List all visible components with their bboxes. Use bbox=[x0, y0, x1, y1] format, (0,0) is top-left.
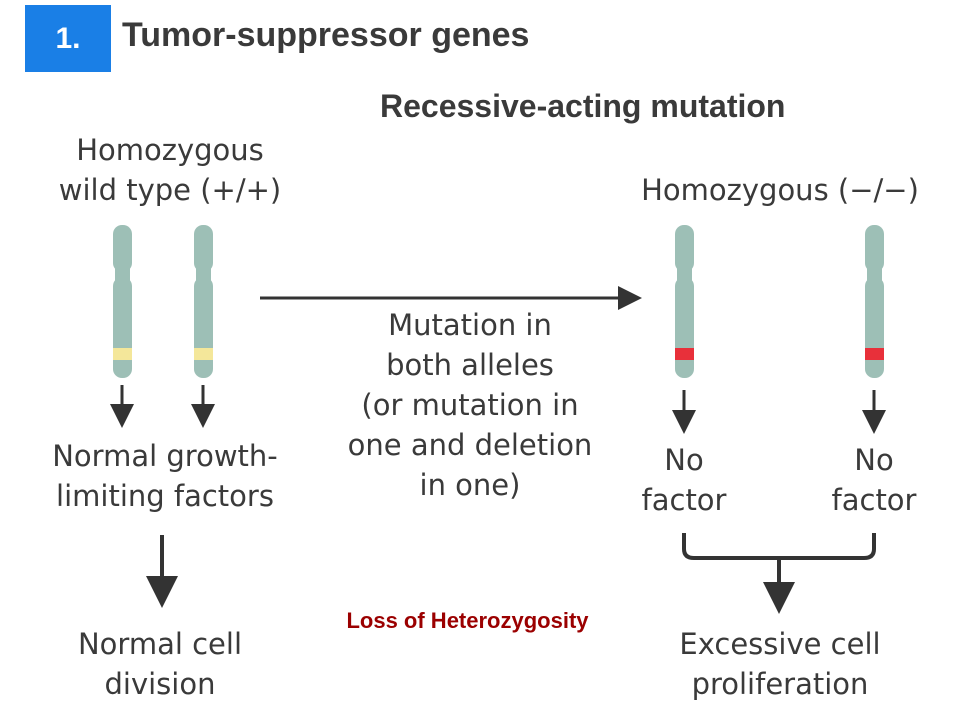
mutant-chromosome-1 bbox=[675, 225, 694, 378]
no-factor-bracket bbox=[682, 533, 876, 560]
mutant-allele-band bbox=[865, 348, 884, 360]
excessive-proliferation-label: Excessive cell proliferation bbox=[679, 627, 881, 701]
diagram-subtitle: Recessive-acting mutation bbox=[380, 88, 786, 124]
homozygous-mutant-label: Homozygous (−/−) bbox=[641, 173, 919, 207]
loss-of-heterozygosity-annotation: Loss of Heterozygosity bbox=[346, 608, 589, 633]
wild-type-chromosome-1 bbox=[113, 225, 132, 378]
wild-type-allele-band bbox=[113, 348, 132, 360]
section-number-badge: 1. bbox=[25, 5, 111, 72]
no-factor-label-1: No factor bbox=[641, 443, 727, 517]
no-factor-label-2: No factor bbox=[831, 443, 917, 517]
mutation-description: Mutation in both alleles (or mutation in… bbox=[347, 308, 593, 502]
page-title: Tumor-suppressor genes bbox=[122, 16, 530, 54]
wild-type-label: Homozygous wild type (+/+) bbox=[58, 133, 282, 207]
mutant-allele-band bbox=[675, 348, 694, 360]
normal-growth-factors-label: Normal growth- limiting factors bbox=[52, 439, 278, 513]
wild-type-allele-band bbox=[194, 348, 213, 360]
normal-cell-division-label: Normal cell division bbox=[77, 627, 243, 701]
wild-type-chromosome-2 bbox=[194, 225, 213, 378]
mutant-chromosome-2 bbox=[865, 225, 884, 378]
